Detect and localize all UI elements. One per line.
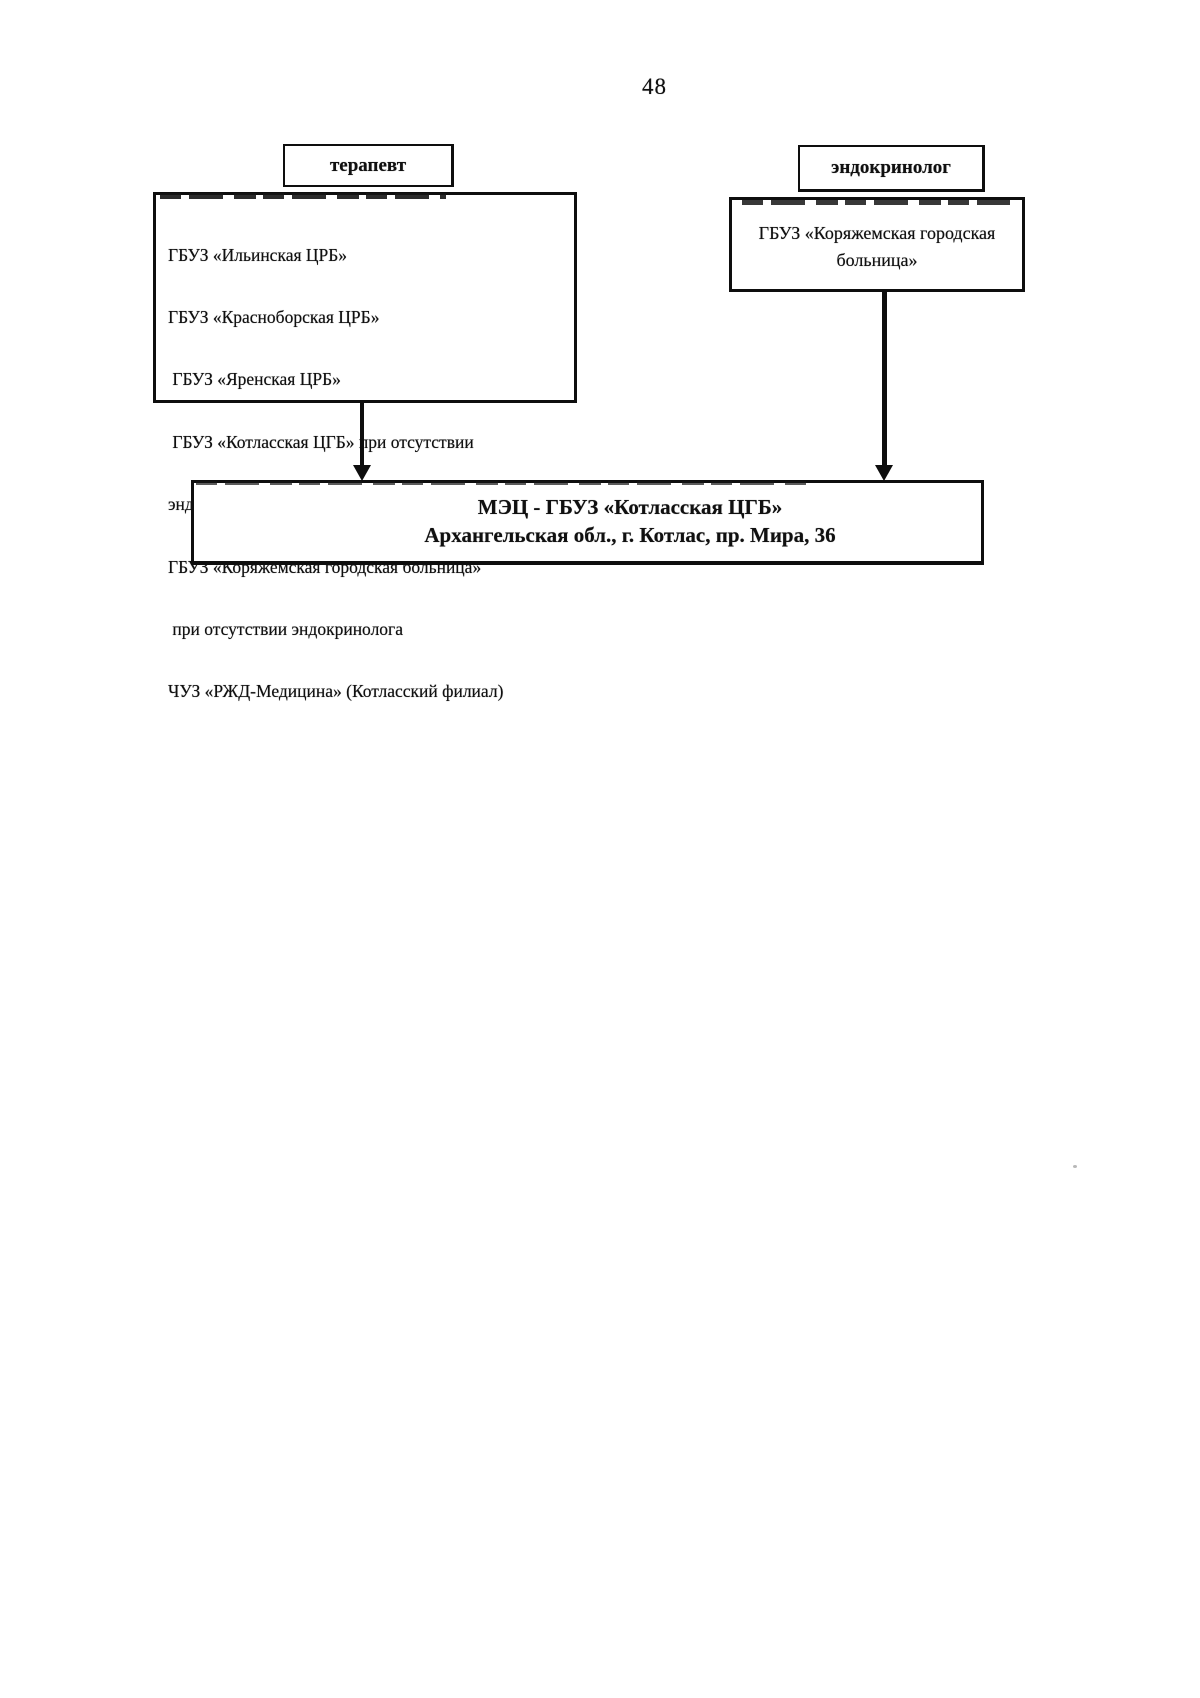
endocrinologist-header-box: эндокринолог bbox=[798, 145, 985, 192]
facility-line: ГБУЗ «Красноборская ЦРБ» bbox=[168, 306, 380, 327]
scan-artifact bbox=[196, 481, 806, 485]
mec-title-line: МЭЦ - ГБУЗ «Котласская ЦГБ» bbox=[477, 495, 783, 519]
endocrinologist-facility-box: ГБУЗ «Коряжемская городская больница» bbox=[729, 197, 1025, 292]
facility-line: ГБУЗ «Яренская ЦРБ» bbox=[168, 369, 341, 390]
facility-line: при отсутствии эндокринолога bbox=[168, 618, 404, 639]
scan-artifact bbox=[742, 200, 1010, 205]
medical-expert-center-box: МЭЦ - ГБУЗ «Котласская ЦГБ» Архангельска… bbox=[191, 480, 984, 565]
arrow-down-right-head bbox=[875, 465, 893, 481]
arrow-down-left-shaft bbox=[360, 403, 364, 466]
scan-artifact bbox=[160, 193, 446, 199]
arrow-down-left-head bbox=[353, 465, 371, 481]
scan-speck bbox=[1073, 1165, 1077, 1168]
therapist-facilities-box: ГБУЗ «Ильинская ЦРБ» ГБУЗ «Красноборская… bbox=[153, 192, 577, 701]
therapist-header-label: терапевт bbox=[329, 154, 407, 176]
facility-line: ЧУЗ «РЖД-Медицина» (Котласский филиал) bbox=[168, 681, 504, 702]
endocrinologist-header-label: эндокринолог bbox=[831, 157, 951, 178]
endocrinologist-facility-line: ГБУЗ «Коряжемская городская bbox=[758, 223, 996, 243]
facility-line: ГБУЗ «Ильинская ЦРБ» bbox=[168, 244, 348, 265]
therapist-facilities-list: ГБУЗ «Ильинская ЦРБ» ГБУЗ «Красноборская… bbox=[168, 203, 503, 744]
endocrinologist-facility-line: больница» bbox=[836, 250, 918, 270]
therapist-header-box: терапевт bbox=[283, 144, 454, 187]
facility-line: ГБУЗ «Котласская ЦГБ» при отсутствии bbox=[168, 431, 474, 452]
page-number: 48 bbox=[642, 74, 667, 99]
mec-address-line: Архангельская обл., г. Котлас, пр. Мира,… bbox=[424, 523, 836, 547]
arrow-down-right-shaft bbox=[882, 292, 887, 466]
